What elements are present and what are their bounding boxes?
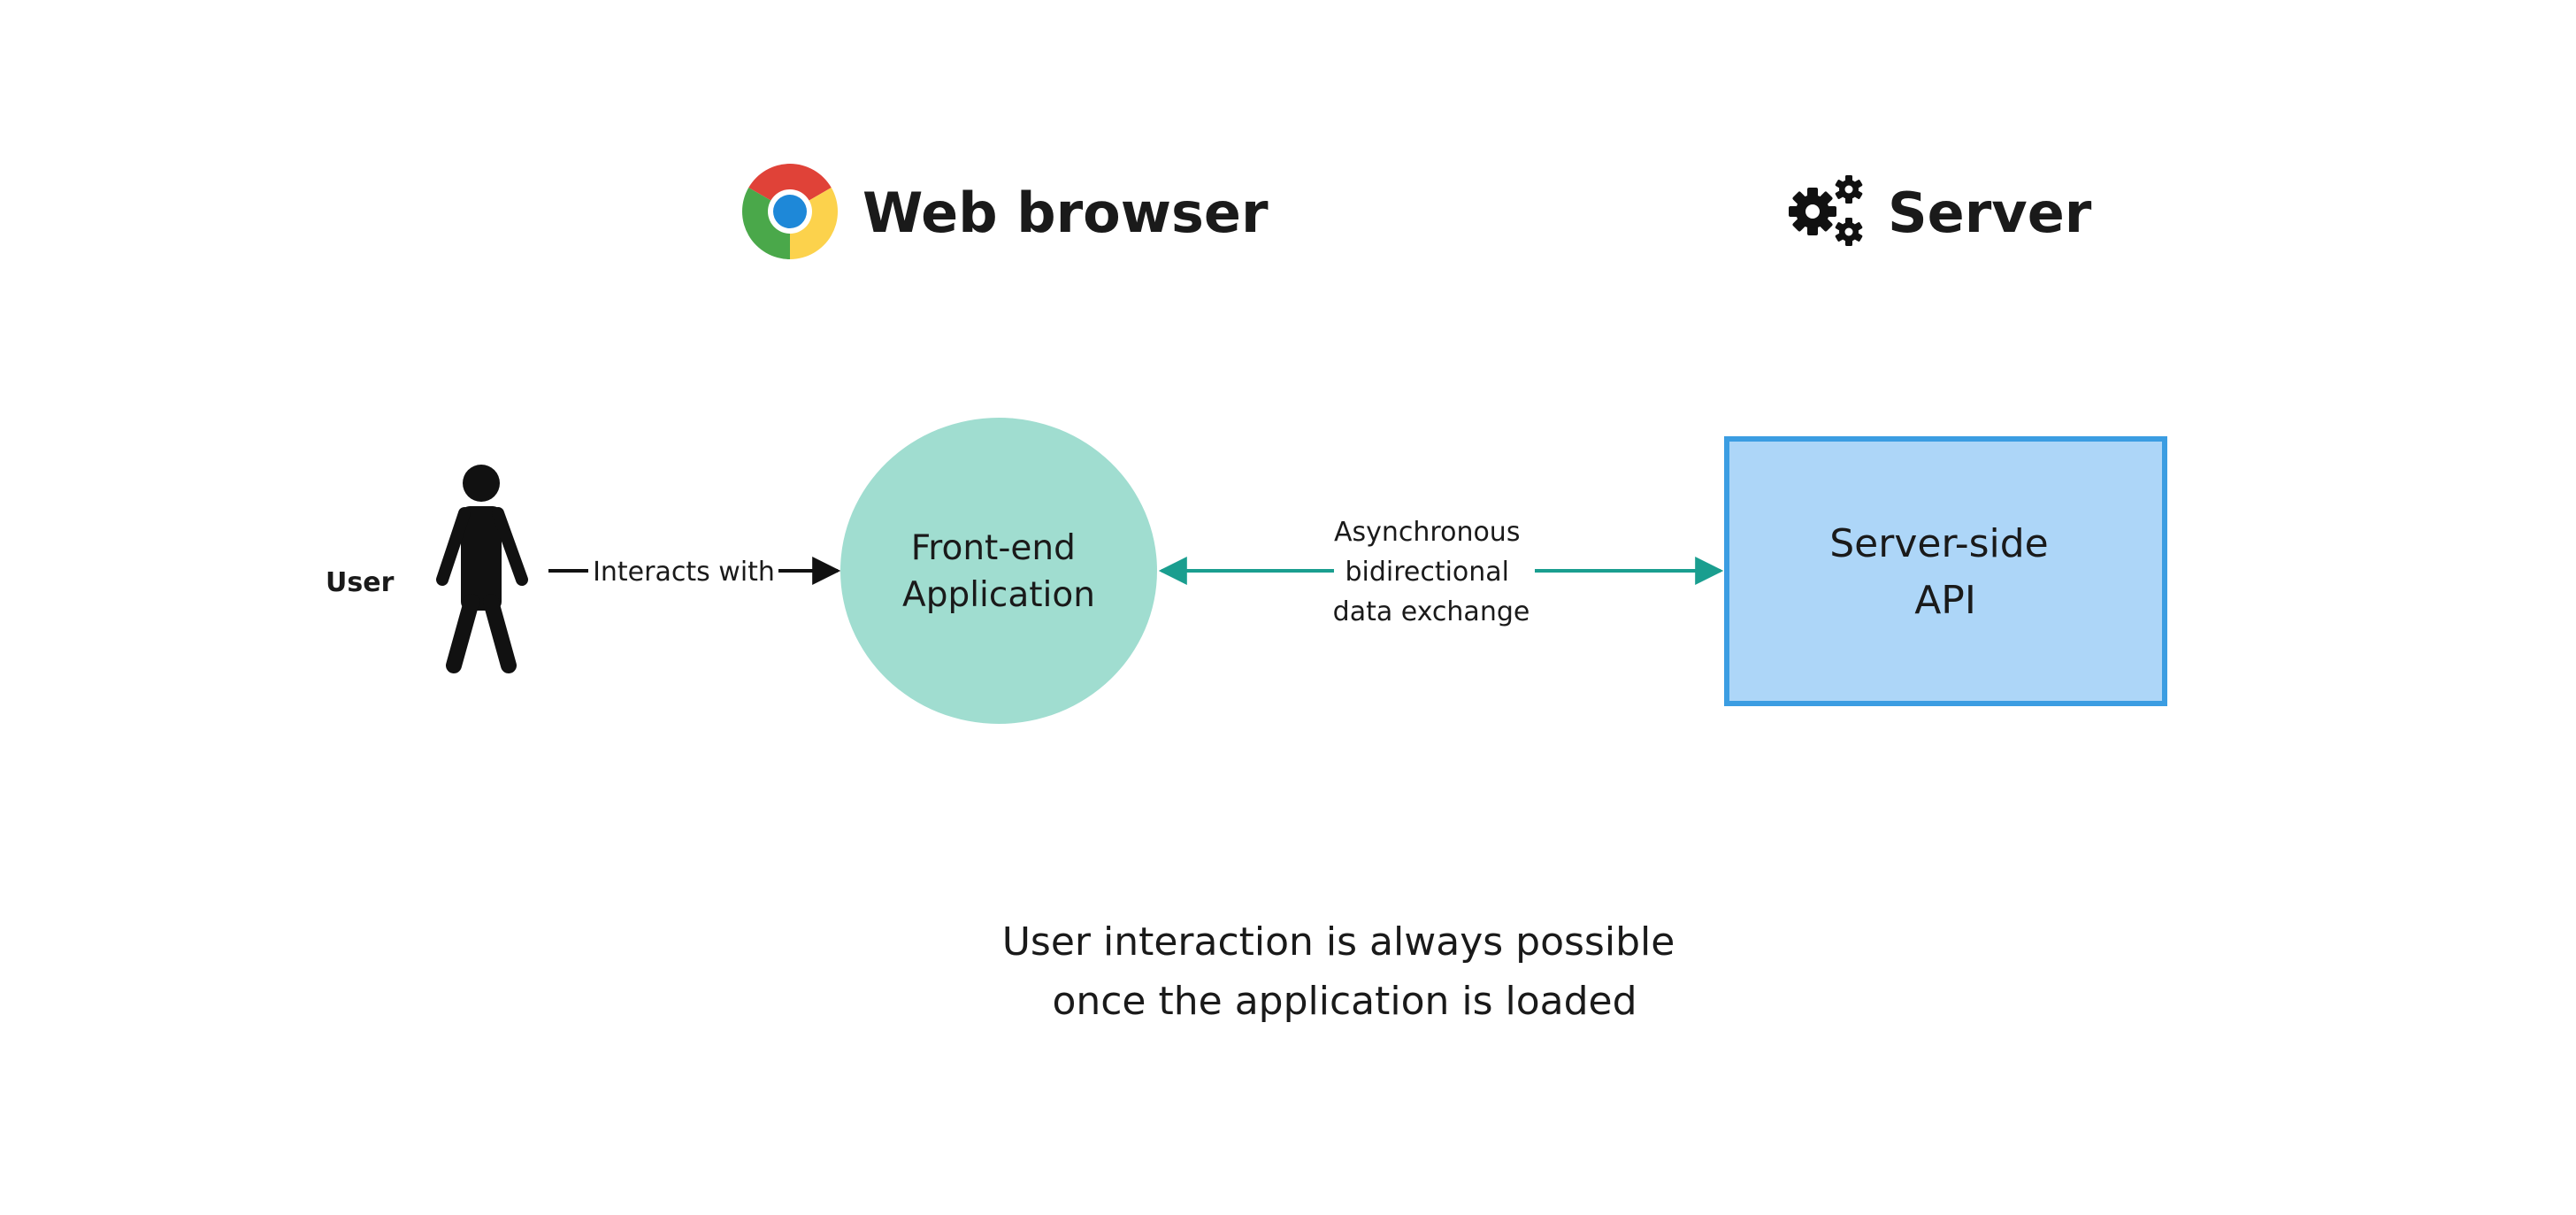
api-box xyxy=(1724,436,2167,706)
svg-text:Asynchronous bidirection: Asynchronous bidirectional data exchange xyxy=(1333,517,1530,627)
interacts-with-arrow: Interacts with xyxy=(548,557,841,588)
frontend-circle xyxy=(840,418,1157,724)
api-label-line-1: Server-side xyxy=(1829,521,2049,566)
interacts-with-label: Interacts with xyxy=(593,557,775,588)
browser-title: Web browser xyxy=(862,181,1269,245)
browser-header: Web browser xyxy=(741,163,1269,259)
svg-text:Server-side API: Server-side API xyxy=(1829,521,2061,623)
chrome-icon xyxy=(741,163,839,259)
user-label: User xyxy=(326,567,395,598)
caption: User interaction is always possible once… xyxy=(1002,919,1688,1024)
api-label-line-2: API xyxy=(1914,578,1976,623)
svg-text:Front-end Application: Front-end Application xyxy=(902,528,1095,615)
data-exchange-arrow: Asynchronous bidirectional data exchange xyxy=(1158,517,1724,627)
server-header: Server xyxy=(1789,175,2092,246)
frontend-label-line-2: Application xyxy=(902,575,1095,615)
gears-icon xyxy=(1789,175,1863,246)
server-api-node: Server-side API xyxy=(1724,436,2167,706)
exchange-label-line-1: Asynchronous xyxy=(1334,517,1520,548)
caption-line-1: User interaction is always possible xyxy=(1002,919,1675,965)
exchange-label-line-3: data exchange xyxy=(1333,596,1530,627)
server-title: Server xyxy=(1888,181,2092,245)
person-icon xyxy=(436,465,528,673)
caption-line-2: once the application is loaded xyxy=(1052,979,1637,1024)
frontend-label-line-1: Front-end xyxy=(911,528,1076,568)
exchange-label-line-2: bidirectional xyxy=(1345,557,1509,588)
frontend-application-node: Front-end Application xyxy=(840,418,1157,724)
